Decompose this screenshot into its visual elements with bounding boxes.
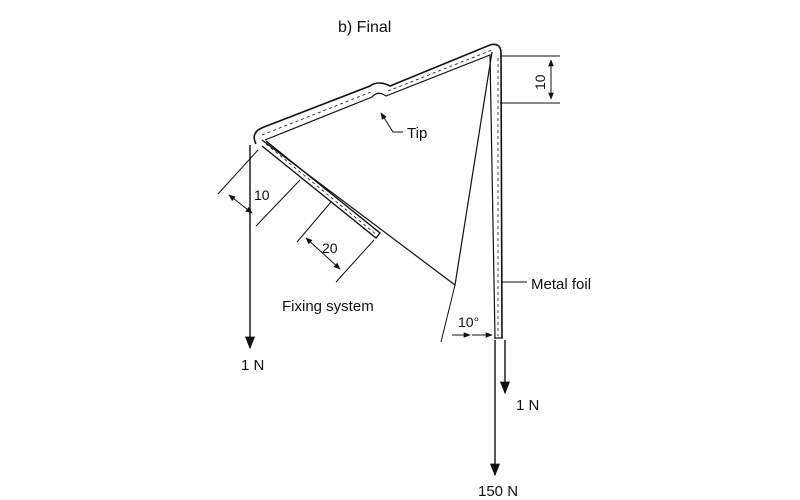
metal-foil-label: Metal foil [531, 276, 591, 293]
dimension-top-right-value: 10 [532, 74, 548, 90]
dimension-top-right [500, 55, 560, 104]
metal-foil-band [253, 43, 503, 339]
triangle-outline [261, 51, 493, 287]
dimension-fixing-width-value: 20 [322, 240, 338, 256]
force-right-small-label: 1 N [516, 397, 539, 414]
dimension-fixing-width [296, 201, 375, 283]
dimension-left-offset-value: 10 [254, 187, 270, 203]
fixing-system [261, 140, 381, 239]
fixing-system-label: Fixing system [282, 298, 374, 315]
dimension-left-offset [217, 149, 301, 227]
angle-indicator [440, 284, 493, 343]
figure-title: b) Final [338, 19, 391, 36]
tip-label: Tip [407, 125, 427, 142]
force-left-label: 1 N [241, 357, 264, 374]
force-right-large-label: 150 N [478, 483, 518, 500]
tip-leader [380, 112, 403, 133]
angle-value: 10° [458, 314, 479, 330]
